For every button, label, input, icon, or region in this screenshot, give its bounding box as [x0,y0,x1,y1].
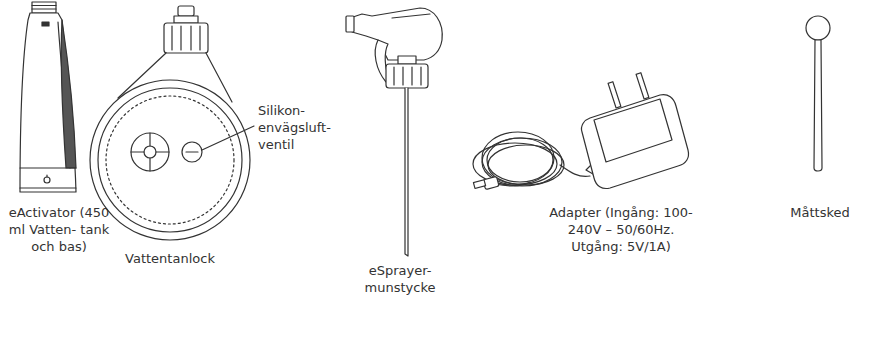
adapter-drawing [473,73,689,190]
bottle-drawing [20,2,76,192]
part-caption: eSprayer- munstycke [350,262,450,296]
spoon-drawing [806,16,830,171]
part-caption: eActivator (450 ml Vatten- tank och bas) [3,204,115,255]
leader-line [202,126,254,150]
sprayer-drawing [346,8,442,256]
cap-drawing [90,6,254,240]
part-caption: Adapter (Ingång: 100-240V – 50/60Hz. Utg… [544,204,698,255]
part-caption: Måttsked [770,204,870,221]
callout-label: Silikon- envägsluft- ventil [258,102,350,153]
part-caption: Vattentanlock [110,250,230,267]
